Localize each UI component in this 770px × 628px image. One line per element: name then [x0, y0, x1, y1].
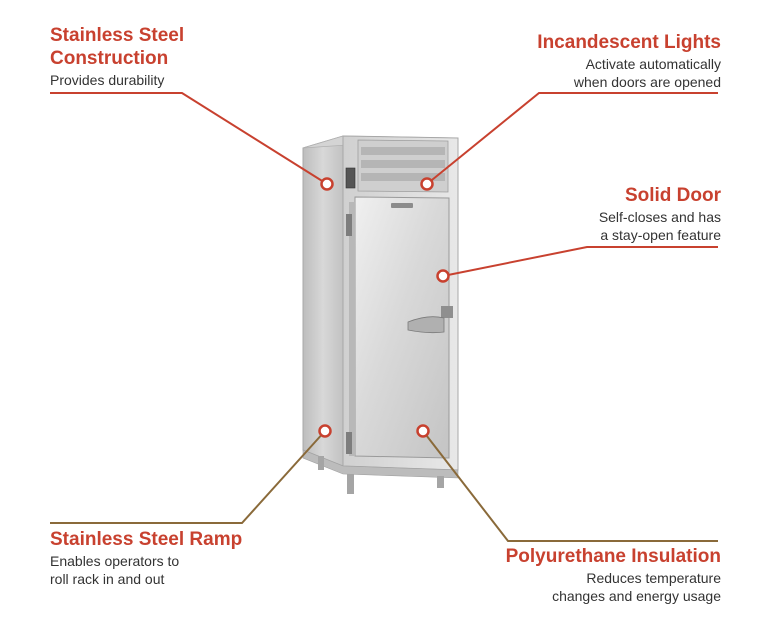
- door-badge-icon: [391, 203, 413, 208]
- marker-dot-ramp: [318, 424, 332, 438]
- top-louver-grille: [357, 139, 449, 193]
- leg-icon: [347, 474, 354, 494]
- marker-dot-insulation: [416, 424, 430, 438]
- callout-description: Self-closes and has a stay-open feature: [598, 209, 721, 243]
- callout-polyurethane-insulation: Polyurethane Insulation Reduces temperat…: [401, 545, 721, 605]
- marker-dot-door: [436, 269, 450, 283]
- leader-line-construction: [50, 92, 328, 185]
- control-panel-icon: [345, 167, 356, 189]
- callout-title: Solid Door: [624, 185, 721, 206]
- callout-title: Stainless Steel Construction: [50, 25, 185, 69]
- marker-dot-lights: [420, 177, 434, 191]
- callout-title: Polyurethane Insulation: [505, 546, 721, 567]
- callout-stainless-steel-ramp: Stainless Steel Ramp Enables operators t…: [50, 528, 350, 588]
- marker-dots: [318, 177, 450, 438]
- cabinet-base: [302, 449, 459, 479]
- lower-hinge-icon: [346, 432, 352, 454]
- leader-line-door: [442, 246, 718, 277]
- callout-title: Incandescent Lights: [537, 32, 721, 53]
- callout-description: Enables operators to roll rack in and ou…: [50, 553, 180, 587]
- leg-icon: [437, 476, 444, 488]
- callout-incandescent-lights: Incandescent Lights Activate automatical…: [421, 31, 721, 91]
- marker-dot-construction: [320, 177, 334, 191]
- leg-icon: [318, 456, 324, 470]
- callout-description: Reduces temperature changes and energy u…: [552, 570, 721, 604]
- callout-description: Activate automatically when doors are op…: [573, 56, 721, 90]
- door-handle-icon: [407, 306, 453, 334]
- callout-stainless-steel-construction: Stainless Steel Construction Provides du…: [50, 24, 310, 89]
- upper-hinge-icon: [346, 214, 352, 236]
- callout-solid-door: Solid Door Self-closes and has a stay-op…: [461, 184, 721, 244]
- refrigerator: [302, 135, 459, 494]
- leader-line-lights: [426, 92, 718, 185]
- callout-title: Stainless Steel Ramp: [50, 529, 243, 550]
- door-hinge-strip: [349, 202, 355, 456]
- leader-line-insulation: [422, 430, 718, 542]
- leader-line-ramp: [50, 430, 326, 524]
- callout-description: Provides durability: [50, 72, 165, 88]
- leader-lines: [50, 92, 718, 542]
